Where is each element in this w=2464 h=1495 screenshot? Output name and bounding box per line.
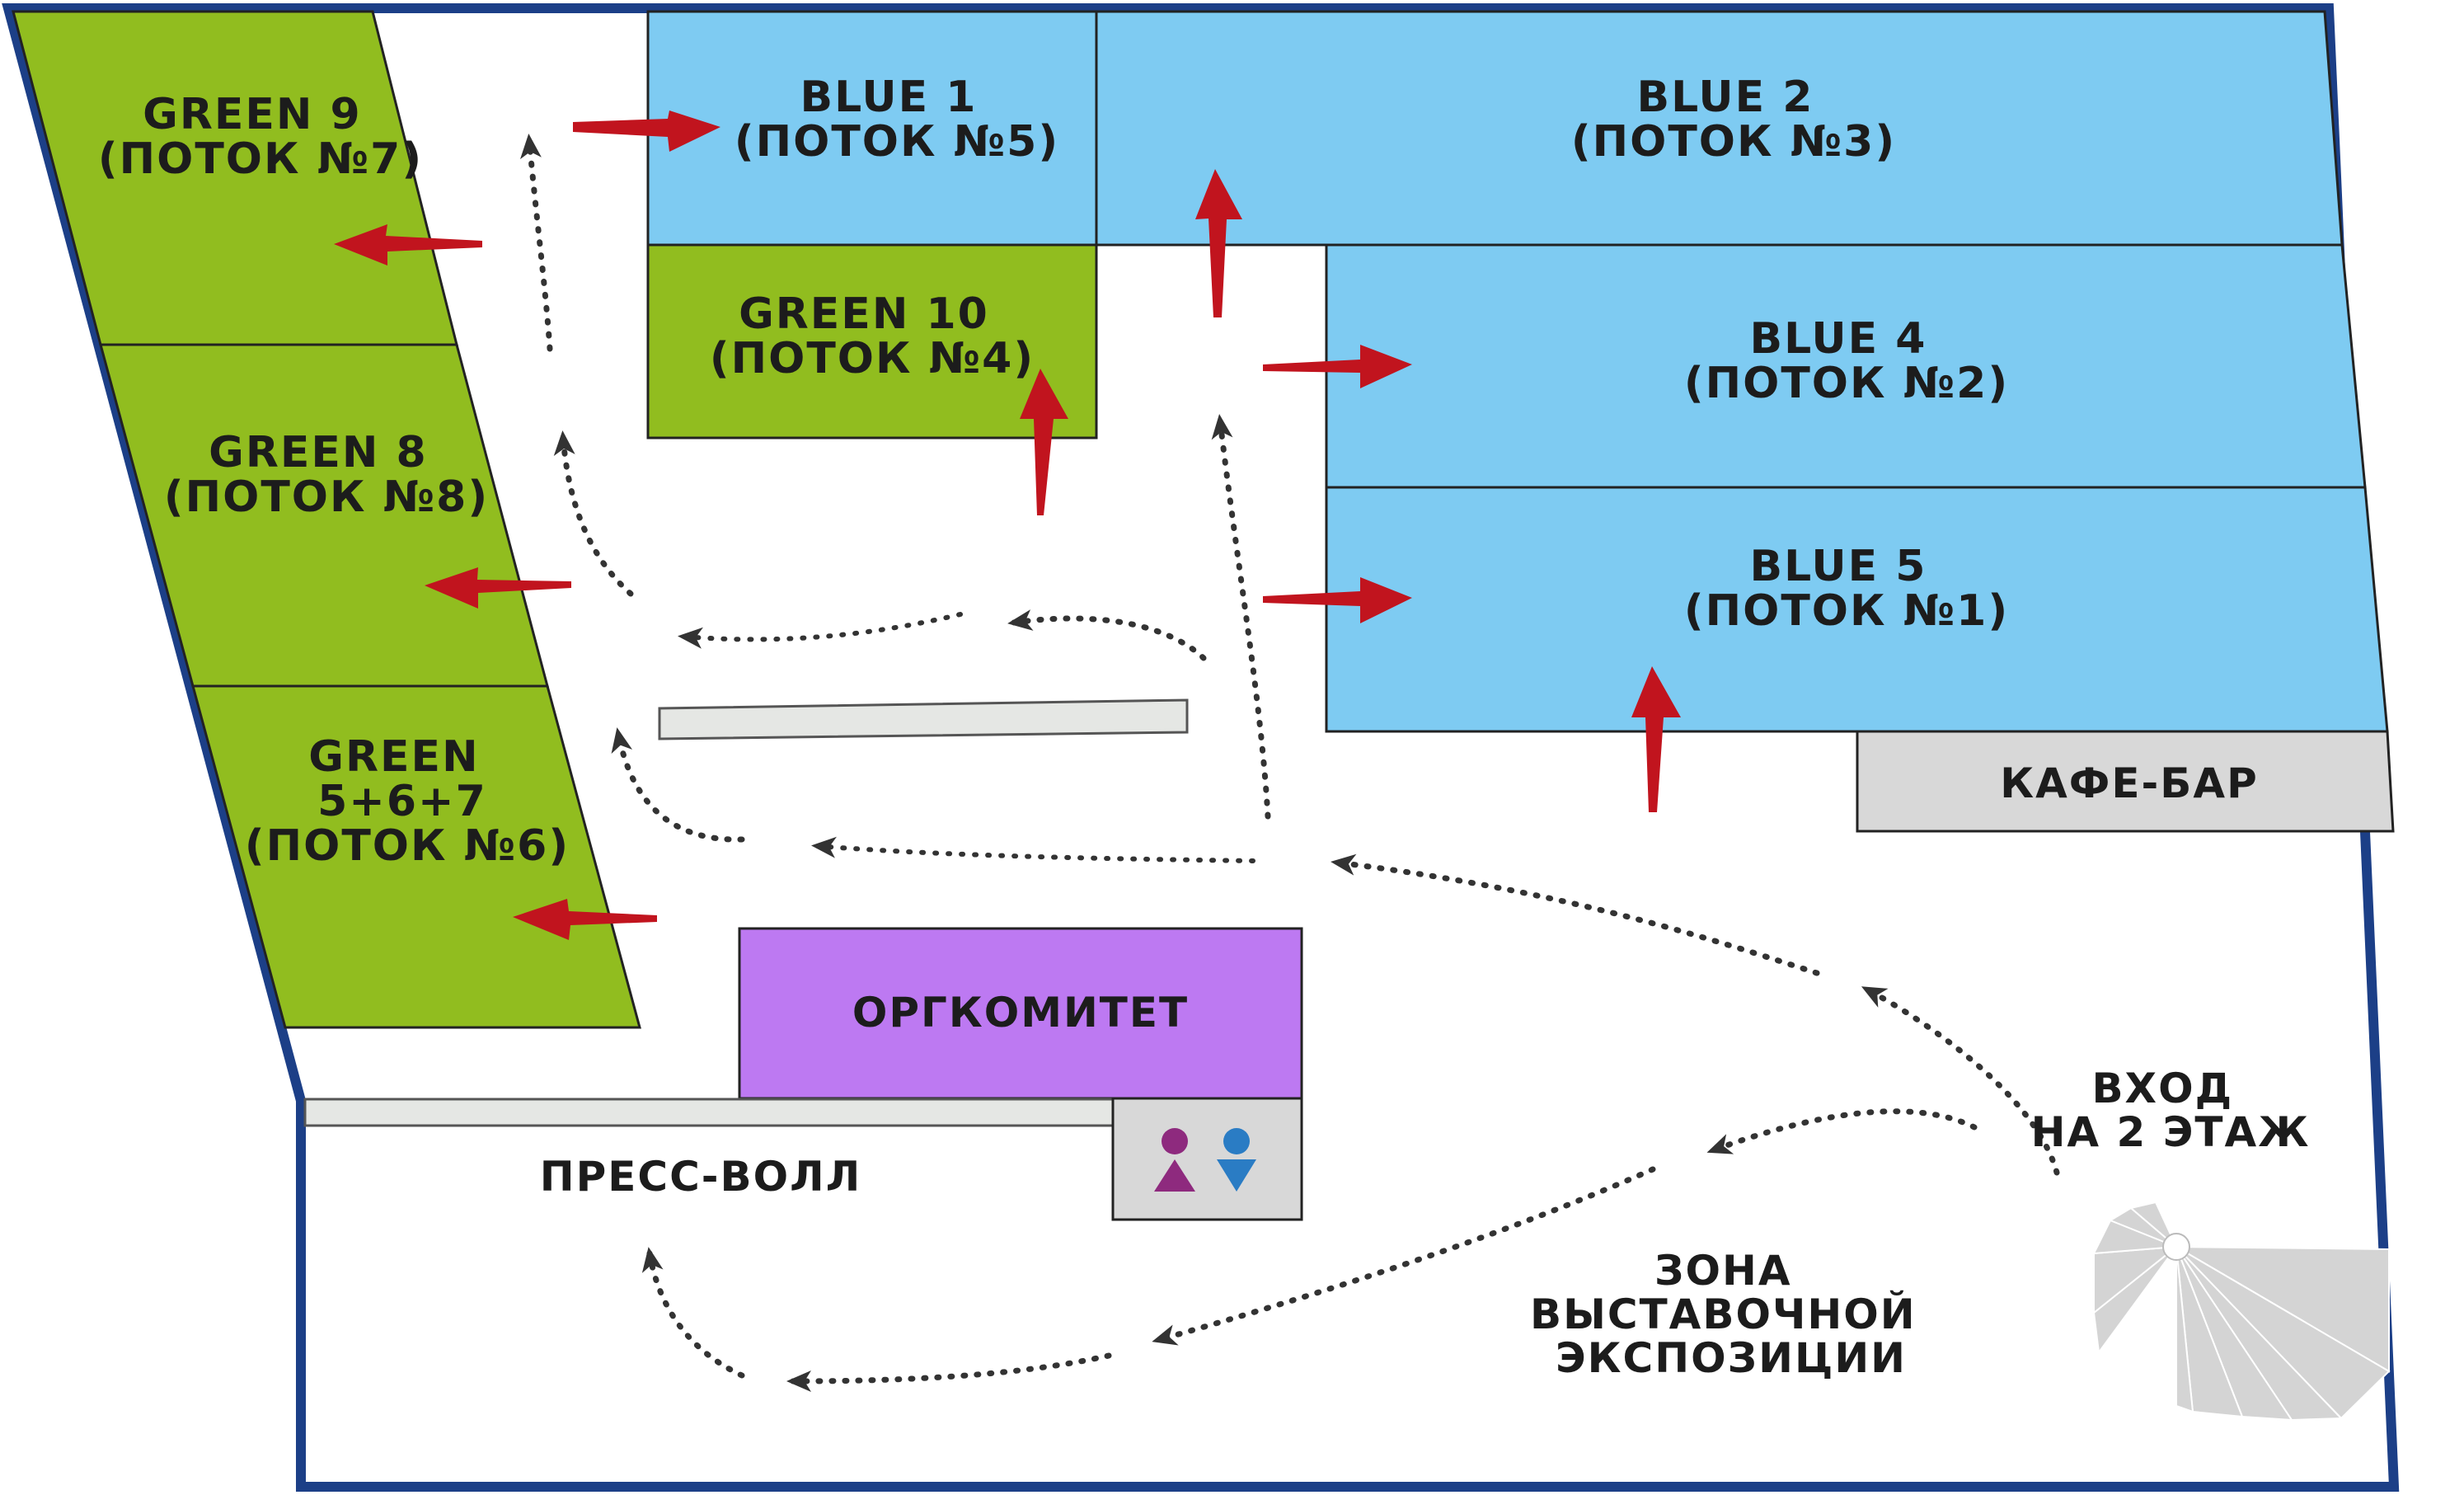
entrance-arrow-icon: [425, 567, 571, 609]
partition-wall: [658, 698, 1189, 740]
cafe-bar-label: КАФЕ-БАР: [2000, 759, 2259, 807]
hall-blue-4-label: BLUE 4 (ПОТОК №2): [1684, 314, 2009, 408]
flow-paths: [519, 134, 2060, 1392]
exhibition-zone-label: ЗОНА ВЫСТАВОЧНОЙ ЭКСПОЗИЦИИ: [1530, 1247, 1932, 1382]
hall-green-5-6-7-label: GREEN 5+6+7 (ПОТОК №6): [245, 732, 570, 871]
hall-green-9-label: GREEN 9 (ПОТОК №7): [98, 90, 423, 184]
entrance-arrow-icon: [1195, 169, 1242, 317]
entrance-arrow-icon: [513, 899, 657, 940]
press-wall-stand: [303, 1098, 1115, 1127]
hall-blue-1-label: BLUE 1 (ПОТОК №5): [735, 73, 1059, 167]
hall-green-10[interactable]: [646, 243, 1098, 440]
entrance-label: ВХОД НА 2 ЭТАЖ: [2031, 1065, 2311, 1156]
org-committee-label: ОРГКОМИТЕТ: [852, 989, 1189, 1037]
staircase-icon: [2092, 1201, 2391, 1422]
entrance-arrow-icon: [1020, 369, 1068, 515]
hall-blue-2-label: BLUE 2 (ПОТОК №3): [1571, 73, 1896, 167]
hall-green-8-label: GREEN 8 (ПОТОК №8): [164, 428, 489, 522]
hall-blue-5-label: BLUE 5 (ПОТОК №1): [1684, 542, 2009, 636]
entrance-arrow-icon: [334, 224, 482, 266]
hall-green-10-label: GREEN 10 (ПОТОК №4): [710, 289, 1035, 383]
entrance-arrow-icon: [573, 110, 720, 152]
entrance-arrow-icon: [1263, 577, 1412, 623]
hall-green-5-6-7[interactable]: [191, 684, 641, 1029]
entrance-arrow-icon: [1263, 345, 1412, 388]
restroom[interactable]: [1111, 1097, 1303, 1221]
entrance-arrow-icon: [1631, 666, 1681, 812]
entrance-arrows: [334, 110, 1681, 940]
org-committee[interactable]: [738, 927, 1303, 1100]
press-wall-label: ПРЕСС-ВОЛЛ: [540, 1153, 861, 1201]
restroom-icon: [1154, 1128, 1256, 1192]
cafe-bar[interactable]: [1856, 730, 2395, 833]
